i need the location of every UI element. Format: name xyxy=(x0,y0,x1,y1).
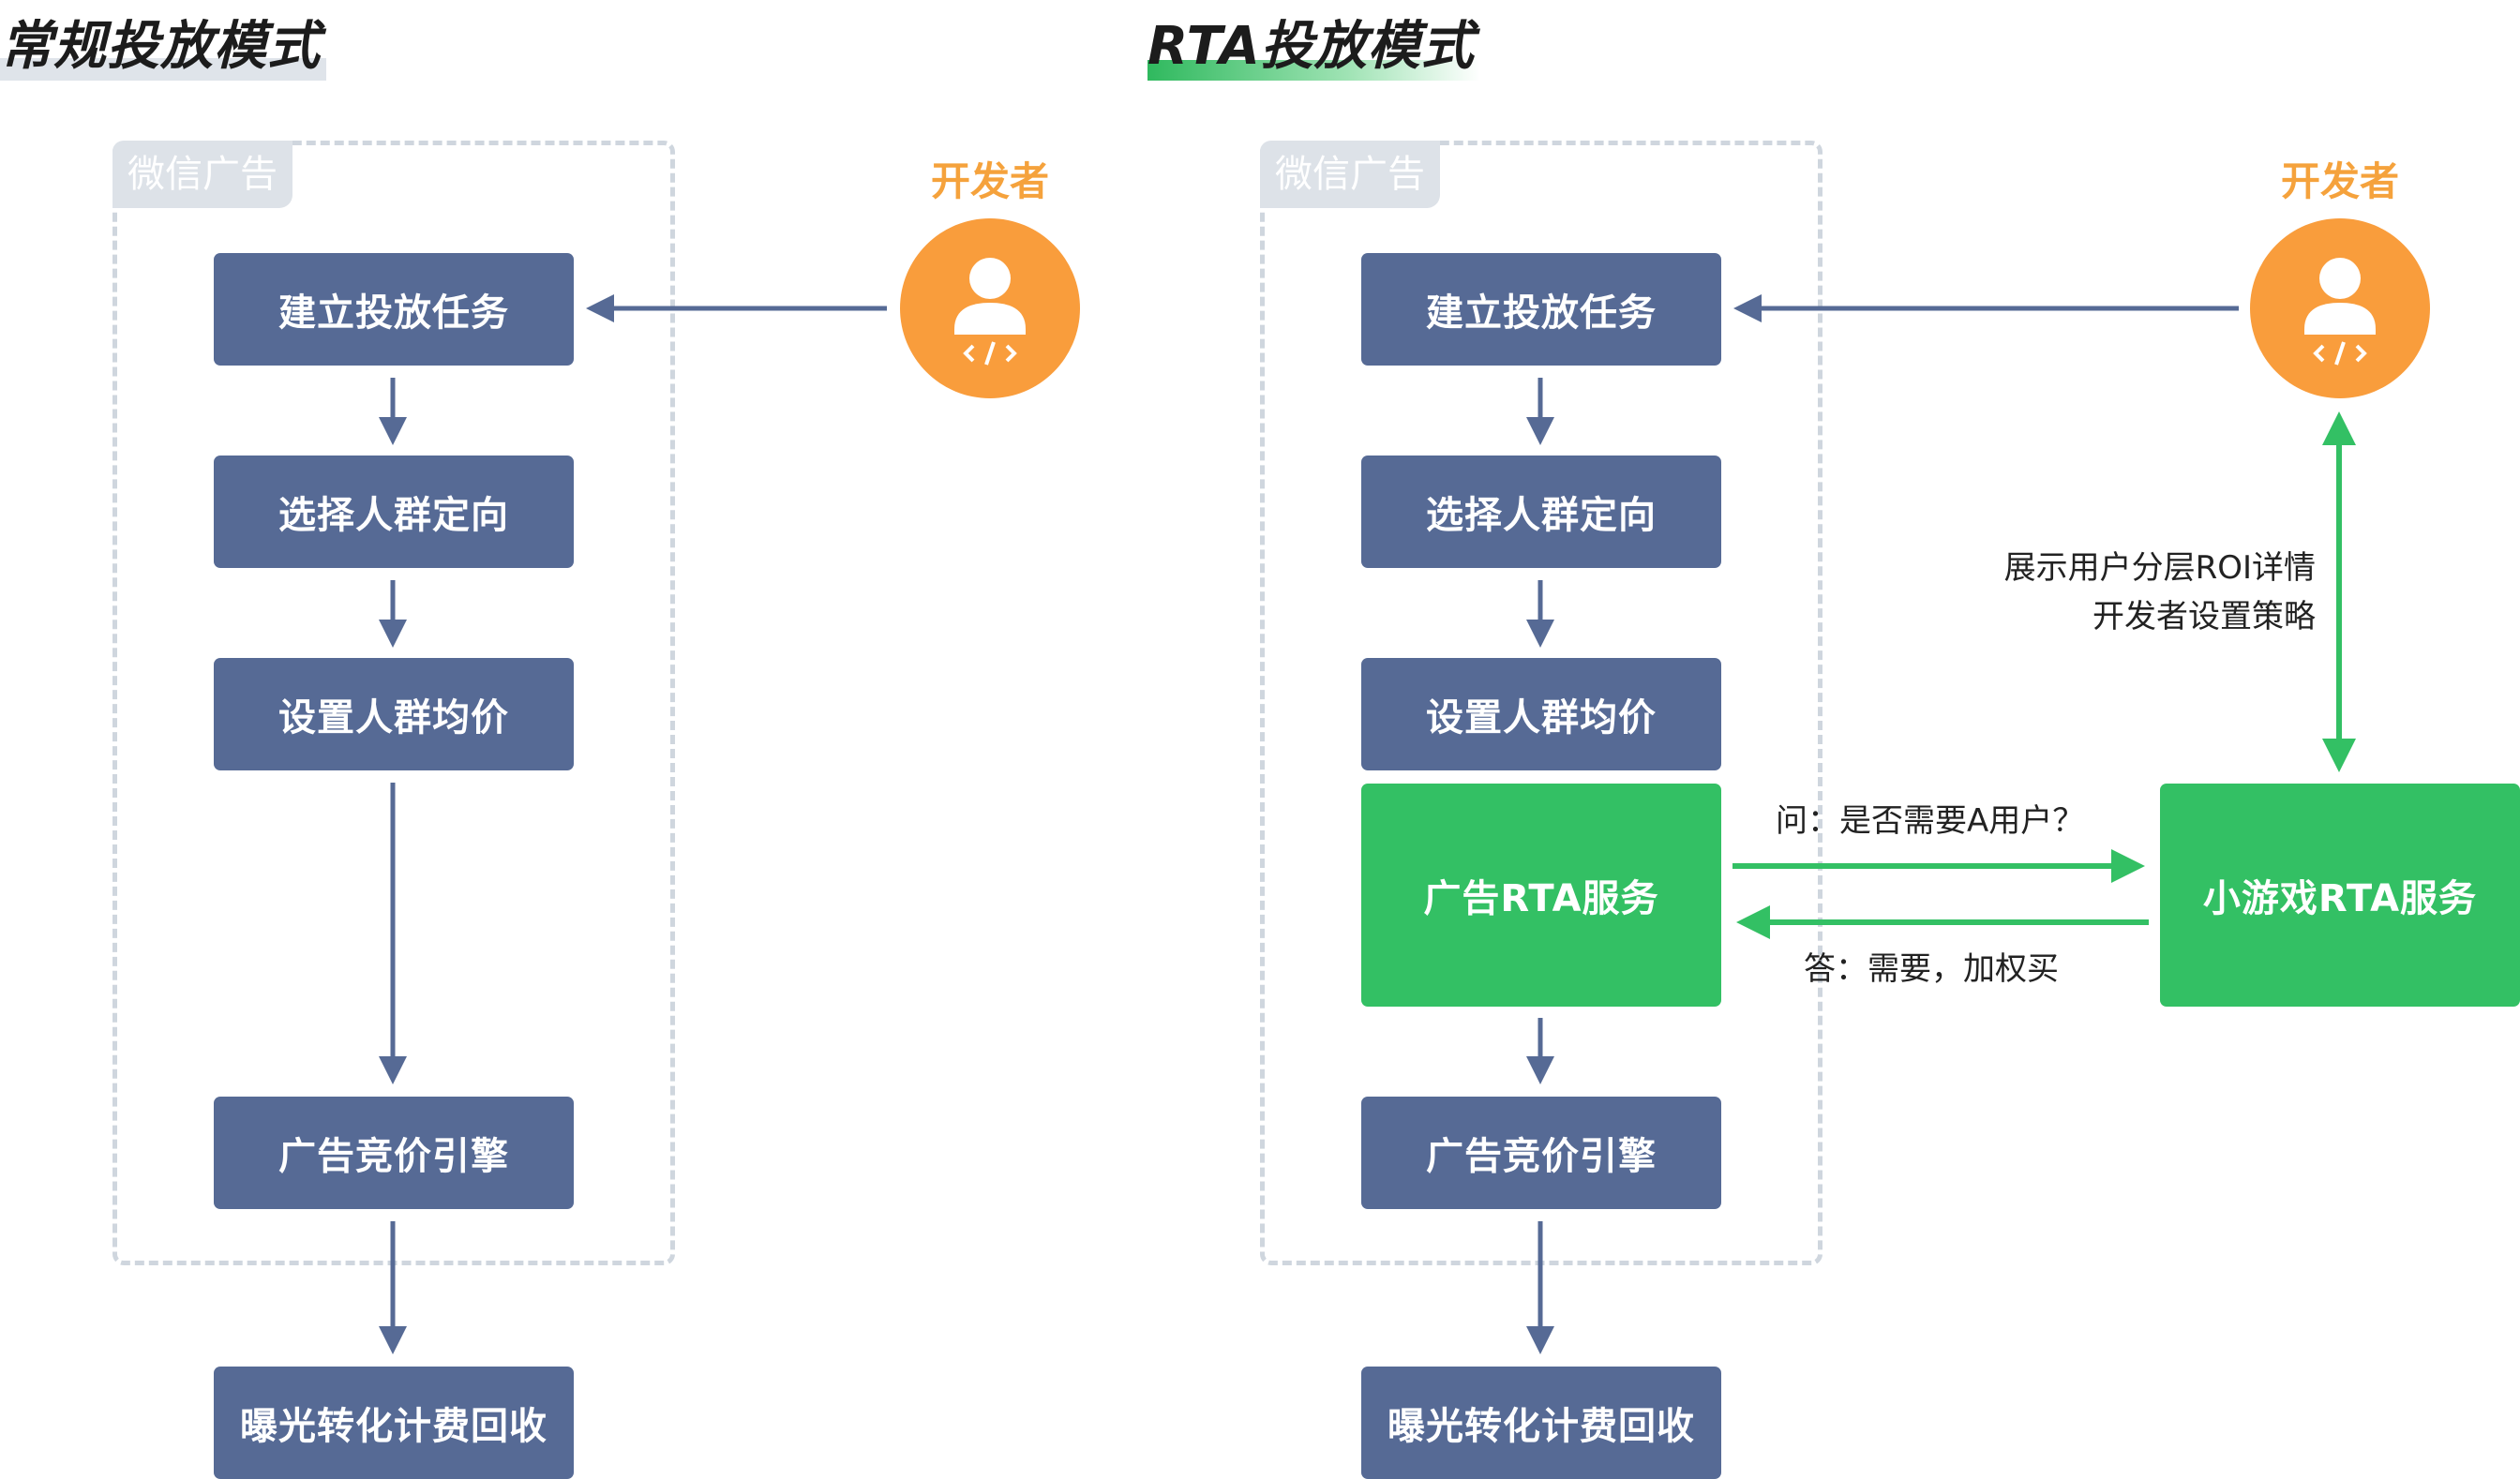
right-step-billing: 曝光转化计费回收 xyxy=(1361,1367,1721,1479)
right-developer-avatar xyxy=(2250,218,2430,398)
right-step-set-price: 设置人群均价 xyxy=(1361,658,1721,770)
right-developer-label: 开发者 xyxy=(2280,158,2399,204)
left-container-label: 微信广告 xyxy=(112,141,292,208)
right-step-create-task: 建立投放任务 xyxy=(1361,253,1721,366)
roi-label-line1: 展示用户分层ROI详情 xyxy=(2003,549,2316,587)
left-developer-label: 开发者 xyxy=(930,158,1049,204)
left-step-create-task: 建立投放任务 xyxy=(214,253,574,366)
left-step-set-price: 设置人群均价 xyxy=(214,658,574,770)
left-step-billing: 曝光转化计费回收 xyxy=(214,1367,574,1479)
developer-icon xyxy=(954,258,1026,366)
left-step-select-target: 选择人群定向 xyxy=(214,456,574,568)
roi-label-line2: 开发者设置策略 xyxy=(2092,598,2316,635)
roi-label: 展示用户分层ROI详情 开发者设置策略 xyxy=(1950,544,2316,641)
right-title: RTA投放模式 xyxy=(1148,13,1480,81)
left-title: 常规投放模式 xyxy=(0,13,326,81)
right-step-bidding-engine: 广告竞价引擎 xyxy=(1361,1097,1721,1209)
left-step-bidding-engine: 广告竞价引擎 xyxy=(214,1097,574,1209)
developer-icon xyxy=(2304,258,2376,366)
question-label: 问：是否需要A用户？ xyxy=(1776,802,2085,840)
right-step-select-target: 选择人群定向 xyxy=(1361,456,1721,568)
answer-label: 答：需要，加权买 xyxy=(1804,950,2059,988)
left-developer-avatar xyxy=(900,218,1080,398)
right-step-ad-rta-service: 广告RTA服务 xyxy=(1361,784,1721,1007)
right-container-label: 微信广告 xyxy=(1260,141,1440,208)
mini-game-rta-service: 小游戏RTA服务 xyxy=(2160,784,2520,1007)
